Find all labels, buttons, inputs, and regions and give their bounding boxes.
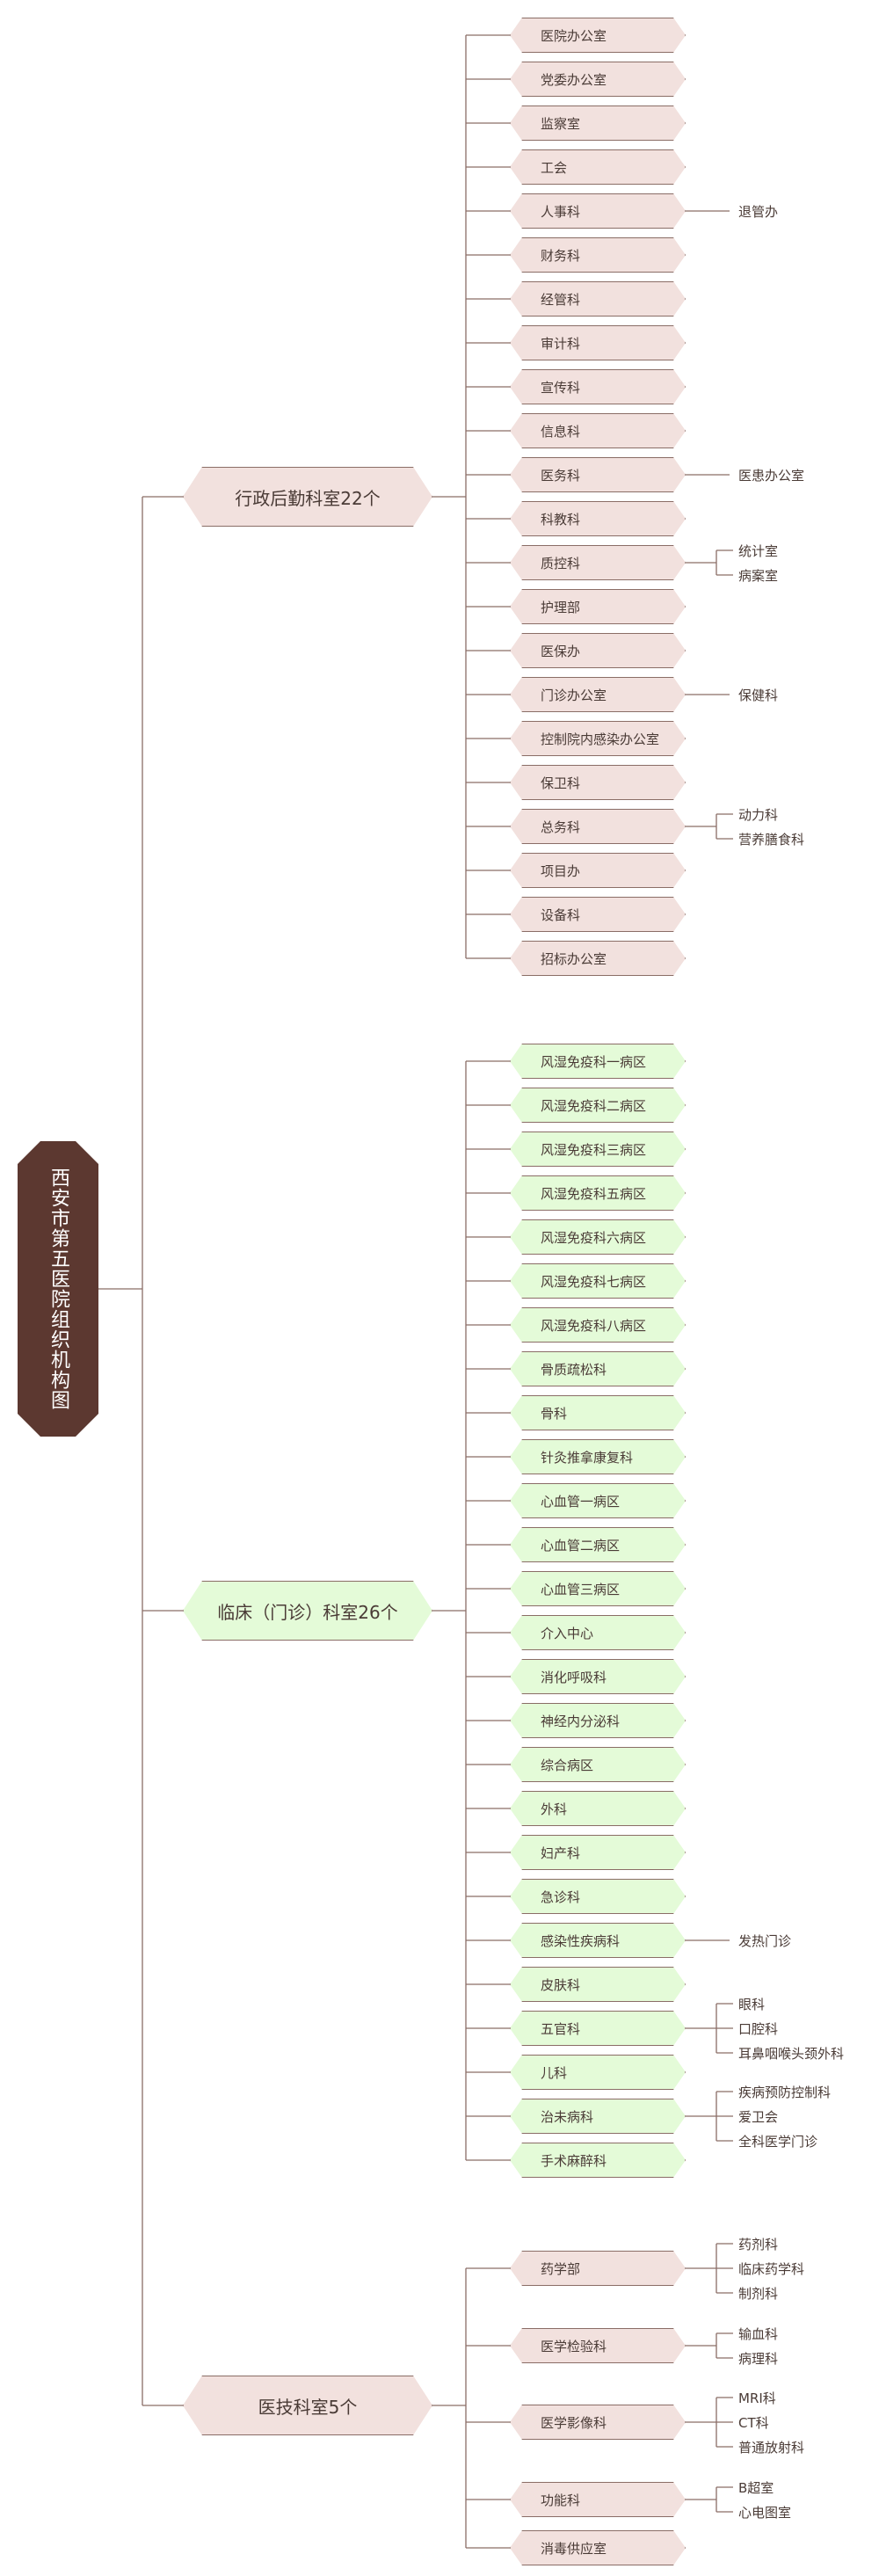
department-node[interactable]: 党委办公室 — [510, 62, 686, 97]
department-node[interactable]: 感染性疾病科 — [510, 1923, 686, 1958]
sub-department-label: 营养膳食科 — [738, 832, 805, 848]
department-node[interactable]: 医院办公室 — [510, 18, 686, 53]
department-group-3[interactable]: 医技科室5个 — [183, 2376, 432, 2435]
sub-department-label: 爱卫会 — [738, 2109, 779, 2125]
department-node[interactable]: 人事科 — [510, 193, 686, 229]
department-node[interactable]: 妇产科 — [510, 1835, 686, 1870]
department-node[interactable]: 门诊办公室 — [510, 677, 686, 712]
department-node[interactable]: 医保办 — [510, 633, 686, 668]
department-node[interactable]: 医务科 — [510, 457, 686, 492]
department-node[interactable]: 护理部 — [510, 589, 686, 624]
department-node[interactable]: 儿科 — [510, 2055, 686, 2090]
sub-department-label: 普通放射科 — [738, 2440, 805, 2456]
sub-department-label: 发热门诊 — [738, 1933, 792, 1949]
department-node[interactable]: 科教科 — [510, 501, 686, 536]
department-node[interactable]: 质控科 — [510, 545, 686, 580]
sub-department-label: 全科医学门诊 — [738, 2134, 818, 2150]
department-node[interactable]: 风湿免疫科六病区 — [510, 1219, 686, 1255]
department-group-2[interactable]: 临床（门诊）科室26个 — [183, 1581, 432, 1641]
sub-department-label: 统计室 — [738, 543, 779, 559]
department-node[interactable]: 控制院内感染办公室 — [510, 721, 686, 756]
sub-department-label: 退管办 — [738, 204, 779, 220]
department-node[interactable]: 心血管三病区 — [510, 1571, 686, 1606]
department-node[interactable]: 骨质疏松科 — [510, 1351, 686, 1386]
department-node[interactable]: 急诊科 — [510, 1879, 686, 1914]
department-node[interactable]: 五官科 — [510, 2011, 686, 2046]
department-node[interactable]: 风湿免疫科三病区 — [510, 1132, 686, 1167]
department-node[interactable]: 治未病科 — [510, 2099, 686, 2134]
department-node[interactable]: 宣传科 — [510, 369, 686, 404]
sub-department-label: 临床药学科 — [738, 2261, 805, 2277]
sub-department-label: 保健科 — [738, 688, 779, 703]
department-node[interactable]: 风湿免疫科五病区 — [510, 1175, 686, 1211]
sub-department-label: 疾病预防控制科 — [738, 2085, 832, 2100]
department-node[interactable]: 风湿免疫科一病区 — [510, 1044, 686, 1079]
department-node[interactable]: 皮肤科 — [510, 1967, 686, 2002]
department-node[interactable]: 消化呼吸科 — [510, 1659, 686, 1694]
department-node[interactable]: 经管科 — [510, 281, 686, 317]
department-node[interactable]: 项目办 — [510, 853, 686, 888]
department-node[interactable]: 信息科 — [510, 413, 686, 448]
department-node[interactable]: 消毒供应室 — [510, 2530, 686, 2565]
department-node[interactable]: 审计科 — [510, 325, 686, 360]
department-node[interactable]: 药学部 — [510, 2251, 686, 2286]
department-node[interactable]: 针灸推拿康复科 — [510, 1439, 686, 1474]
department-node[interactable]: 风湿免疫科八病区 — [510, 1307, 686, 1343]
sub-department-label: B超室 — [738, 2480, 774, 2496]
sub-department-label: 心电图室 — [738, 2505, 792, 2521]
sub-department-label: 眼科 — [738, 1997, 766, 2012]
sub-department-label: 制剂科 — [738, 2286, 779, 2302]
department-node[interactable]: 设备科 — [510, 897, 686, 932]
sub-department-label: 病案室 — [738, 568, 779, 584]
department-node[interactable]: 工会 — [510, 149, 686, 185]
sub-department-label: 口腔科 — [738, 2021, 779, 2037]
department-node[interactable]: 保卫科 — [510, 765, 686, 800]
department-node[interactable]: 医学影像科 — [510, 2405, 686, 2440]
sub-department-label: CT科 — [738, 2415, 769, 2431]
department-node[interactable]: 功能科 — [510, 2482, 686, 2517]
department-node[interactable]: 介入中心 — [510, 1615, 686, 1650]
department-node[interactable]: 风湿免疫科七病区 — [510, 1263, 686, 1299]
department-group-1[interactable]: 行政后勤科室22个 — [183, 467, 432, 527]
department-node[interactable]: 总务科 — [510, 809, 686, 844]
department-node[interactable]: 骨科 — [510, 1395, 686, 1430]
sub-department-label: 病理科 — [738, 2351, 779, 2367]
department-node[interactable]: 医学检验科 — [510, 2328, 686, 2363]
department-node[interactable]: 综合病区 — [510, 1747, 686, 1782]
department-node[interactable]: 心血管二病区 — [510, 1527, 686, 1562]
sub-department-label: 医患办公室 — [738, 468, 805, 484]
department-node[interactable]: 风湿免疫科二病区 — [510, 1088, 686, 1123]
department-node[interactable]: 外科 — [510, 1791, 686, 1826]
chart-root-title: 西安市第五医院组织机构图 — [18, 1141, 98, 1437]
department-node[interactable]: 财务科 — [510, 237, 686, 273]
department-node[interactable]: 心血管一病区 — [510, 1483, 686, 1518]
sub-department-label: 动力科 — [738, 807, 779, 823]
sub-department-label: MRI科 — [738, 2390, 776, 2406]
sub-department-label: 耳鼻咽喉头颈外科 — [738, 2046, 845, 2062]
department-node[interactable]: 招标办公室 — [510, 941, 686, 976]
department-node[interactable]: 神经内分泌科 — [510, 1703, 686, 1738]
sub-department-label: 输血科 — [738, 2326, 779, 2342]
department-node[interactable]: 监察室 — [510, 106, 686, 141]
department-node[interactable]: 手术麻醉科 — [510, 2143, 686, 2178]
sub-department-label: 药剂科 — [738, 2237, 779, 2252]
